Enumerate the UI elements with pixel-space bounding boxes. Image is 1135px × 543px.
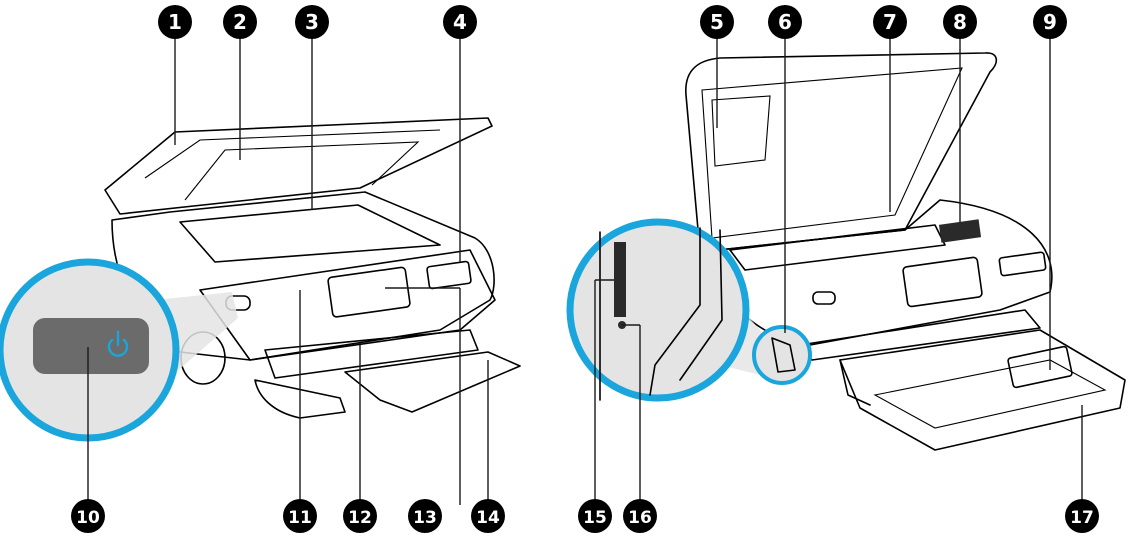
paper-tray <box>839 329 1126 451</box>
open-scanner-lid <box>685 52 998 253</box>
callout-15: 15 <box>578 499 612 533</box>
callout-number: 15 <box>583 508 607 528</box>
output-tray-extender <box>344 351 521 413</box>
callout-badge <box>408 499 442 533</box>
leader-lines <box>87 30 1083 505</box>
callout-9: 9 <box>1033 5 1067 39</box>
callout-badge <box>71 499 105 533</box>
magnifier-card-slot <box>566 218 750 402</box>
callout-16: 16 <box>623 499 657 533</box>
callout-badge <box>578 499 612 533</box>
callout-badge <box>623 499 657 533</box>
callout-number: 11 <box>288 508 312 528</box>
paper-path <box>729 224 946 271</box>
callout-number: 10 <box>76 508 100 528</box>
callout-number: 14 <box>476 508 500 528</box>
open-printer-display <box>902 256 983 308</box>
callout-2: 2 <box>223 5 257 39</box>
callout-8: 8 <box>943 5 977 39</box>
callout-7: 7 <box>873 5 907 39</box>
power-button <box>33 318 149 374</box>
callout-number: 8 <box>953 10 967 34</box>
callout-number: 6 <box>778 10 792 34</box>
callout-badge <box>223 5 257 39</box>
callout-badge <box>873 5 907 39</box>
callout-number: 2 <box>233 10 247 34</box>
callout-number: 13 <box>413 508 437 528</box>
callout-1: 1 <box>158 5 192 39</box>
callout-14: 14 <box>471 499 505 533</box>
callout-number: 3 <box>305 10 319 34</box>
callout-badge <box>443 5 477 39</box>
callout-badge <box>768 5 802 39</box>
callout-11: 11 <box>283 499 317 533</box>
callout-5: 5 <box>700 5 734 39</box>
scanner-glass <box>179 204 441 263</box>
callout-3: 3 <box>295 5 329 39</box>
lid-backing <box>184 141 420 201</box>
callout-number: 7 <box>883 10 897 34</box>
memory-card-slot-closeup <box>614 242 626 317</box>
callout-number: 4 <box>453 10 467 34</box>
callout-badge <box>295 5 329 39</box>
callout-badge <box>158 5 192 39</box>
printer-open-view <box>685 52 1126 451</box>
paper-width-guide <box>1007 345 1073 389</box>
callout-number: 16 <box>628 508 652 528</box>
callout-number: 12 <box>348 508 372 528</box>
callout-badge <box>283 499 317 533</box>
callout-badge <box>1033 5 1067 39</box>
callout-4: 4 <box>443 5 477 39</box>
cartridge-access-door <box>711 95 771 167</box>
front-door <box>264 329 479 379</box>
control-panel <box>199 249 496 361</box>
callout-number: 5 <box>710 10 724 34</box>
callout-badge <box>343 499 377 533</box>
printer-display <box>327 266 411 318</box>
power-icon <box>107 330 129 357</box>
callout-badge <box>943 5 977 39</box>
printer-base <box>254 379 346 419</box>
callout-badge <box>700 5 734 39</box>
callout-badge <box>471 499 505 533</box>
callout-badge <box>1065 499 1099 533</box>
memory-card-slot <box>426 260 472 290</box>
callout-number: 1 <box>168 10 182 34</box>
callout-13: 13 <box>408 499 442 533</box>
callout-12: 12 <box>343 499 377 533</box>
callout-number: 17 <box>1070 508 1094 528</box>
detail-ring <box>752 325 812 385</box>
callout-10: 10 <box>71 499 105 533</box>
callout-number: 9 <box>1043 10 1057 34</box>
callout-17: 17 <box>1065 499 1099 533</box>
print-carriage <box>938 219 982 243</box>
callout-6: 6 <box>768 5 802 39</box>
